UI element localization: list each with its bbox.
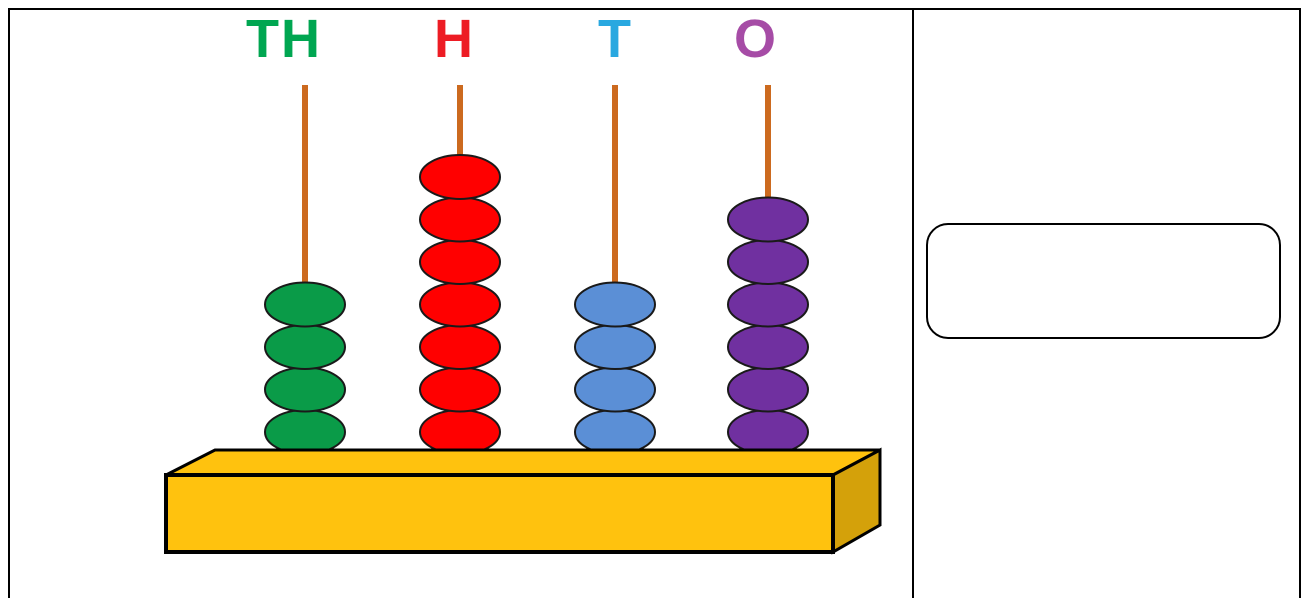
bead-h [419, 409, 501, 455]
answer-box[interactable] [926, 223, 1281, 339]
bead-o [727, 366, 809, 413]
column-divider [912, 8, 914, 598]
base-top-face [165, 448, 881, 477]
bead-o [727, 324, 809, 370]
abacus-base [164, 447, 882, 555]
bead-t [574, 409, 656, 455]
bead-h [419, 239, 501, 285]
label-hundreds: H [434, 9, 475, 69]
abacus-diagram [164, 85, 882, 555]
bead-t [574, 324, 656, 370]
bead-h [419, 366, 501, 413]
label-thousands: TH [246, 9, 322, 69]
bead-t [574, 281, 656, 328]
worksheet-frame [8, 8, 1301, 598]
bead-h [419, 196, 501, 243]
label-tens: T [598, 9, 633, 69]
bead-th [264, 409, 346, 455]
bead-h [419, 324, 501, 370]
base-front-face [164, 473, 835, 554]
bead-o [727, 409, 809, 455]
bead-h [419, 281, 501, 328]
bead-t [574, 366, 656, 413]
label-ones: O [734, 9, 779, 69]
bead-h [419, 154, 501, 200]
bead-o [727, 281, 809, 328]
bead-th [264, 281, 346, 328]
bead-o [727, 196, 809, 243]
bead-o [727, 239, 809, 285]
bead-th [264, 324, 346, 370]
bead-th [264, 366, 346, 413]
